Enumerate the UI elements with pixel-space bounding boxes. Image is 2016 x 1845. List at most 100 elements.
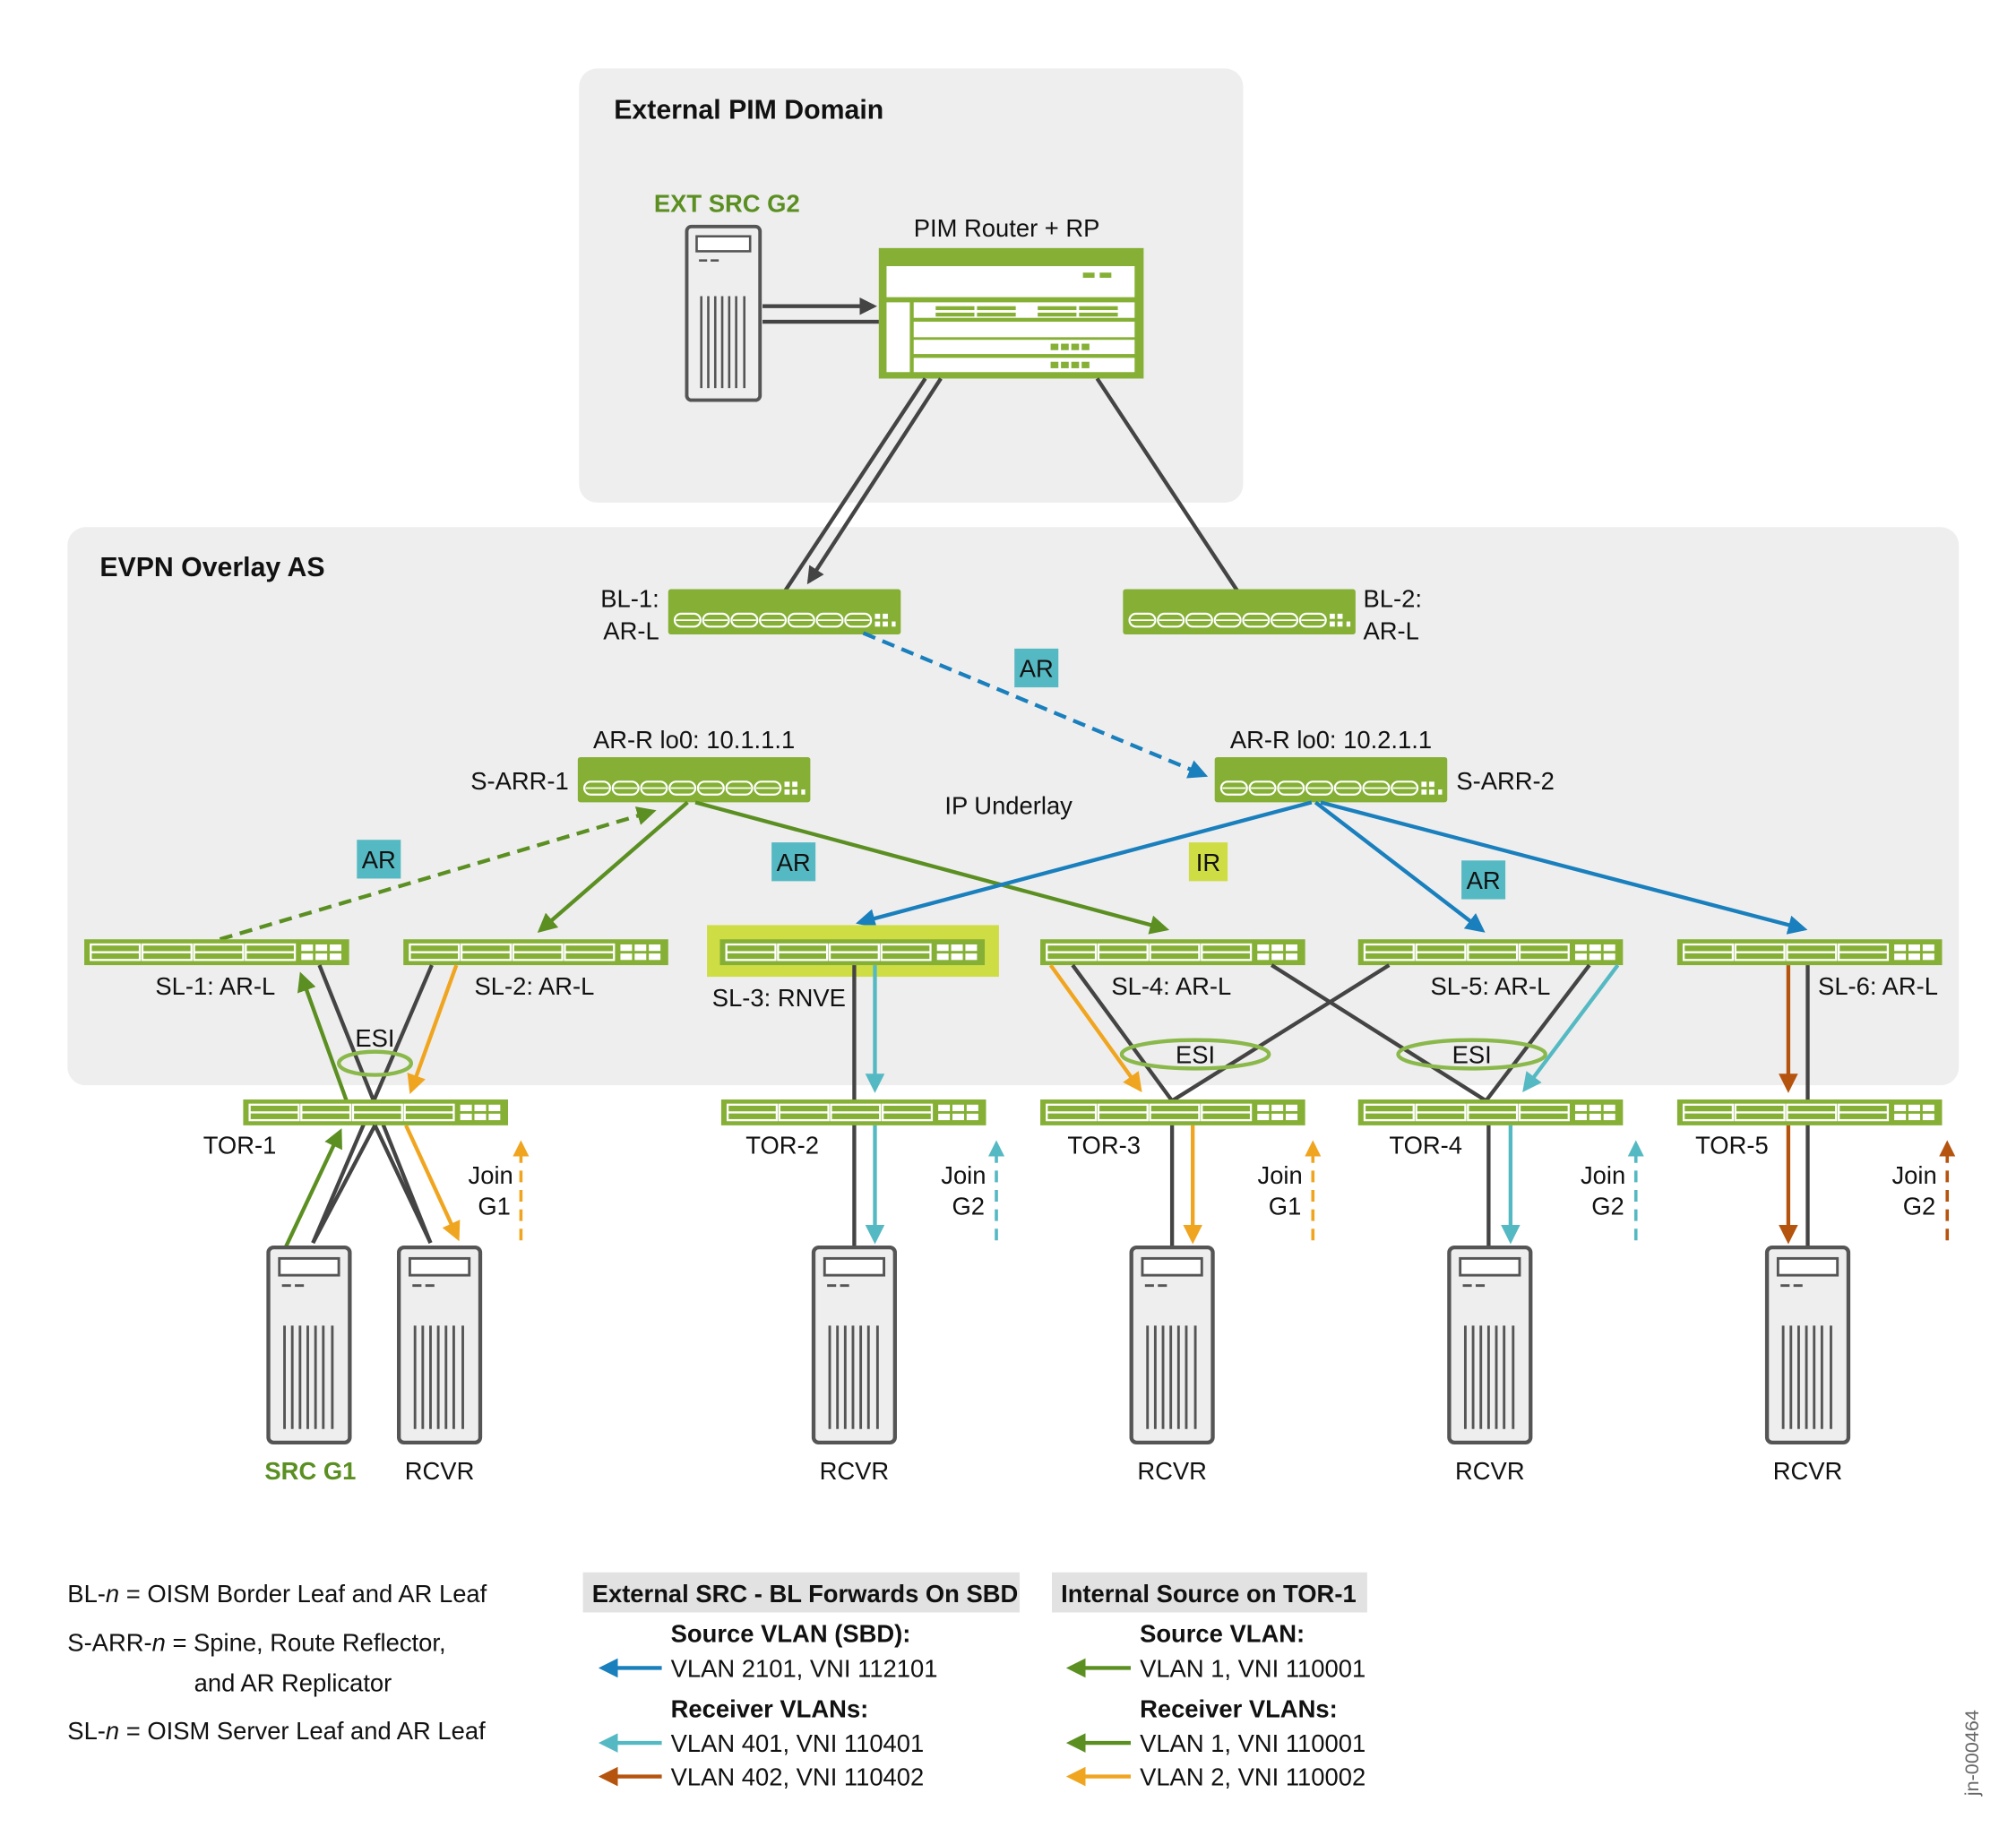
sl4-tor4-link (1270, 963, 1487, 1103)
esi-label-tor3: ESI (1176, 1041, 1215, 1069)
legend-vlan-2101: VLAN 2101, VNI 112101 (671, 1655, 938, 1683)
pim-router-label: PIM Router + RP (914, 214, 1100, 242)
esi-ring-tor1 (336, 1049, 414, 1077)
sl5-tor4-link (1484, 963, 1591, 1102)
tor1-src-link (311, 1124, 377, 1245)
sarr2-to-sl3-ir-arrow (856, 800, 1313, 928)
tor4-switch[interactable] (1357, 1098, 1624, 1127)
svg-text:AR: AR (1467, 866, 1501, 894)
legend-def-sarr: S-ARR-n = Spine, Route Reflector, (67, 1629, 445, 1657)
host-src-g1[interactable] (269, 1247, 350, 1443)
sl4-to-tor3-vlan2-arrow (1048, 963, 1142, 1093)
legend-external-receiver-heading: Receiver VLANs: (671, 1694, 869, 1722)
tor1-rcvr-link (373, 1124, 433, 1245)
router-bl1-link (782, 377, 927, 593)
sl5-label: SL-5: AR-L (1430, 972, 1550, 1000)
legend-definitions: BL-n = OISM Border Leaf and AR Leaf S-AR… (67, 1580, 487, 1745)
sl1-to-sarr1-ar-arrow (219, 806, 657, 942)
ar-badge-bl1: AR (1014, 648, 1059, 688)
sarr1-switch[interactable] (576, 755, 812, 804)
tor3-label: TOR-3 (1067, 1132, 1141, 1160)
legend-internal-receiver-heading: Receiver VLANs: (1140, 1694, 1338, 1722)
external-pim-domain-title: External PIM Domain (614, 96, 883, 125)
sl6-switch[interactable] (1676, 938, 1943, 967)
tor2-switch[interactable] (719, 1098, 987, 1127)
legend-vlan-401: VLAN 401, VNI 110401 (671, 1729, 925, 1757)
sl5-tor3-link (1170, 963, 1391, 1103)
evpn-overlay-title: EVPN Overlay AS (99, 553, 324, 582)
tor1-to-sl1-source-arrow (297, 971, 349, 1102)
host-rcvr-label: RCVR (405, 1457, 475, 1485)
svg-text:IR: IR (1196, 849, 1220, 876)
sl5-switch[interactable] (1357, 938, 1624, 967)
router-bl2-link (1095, 377, 1240, 593)
bl2-switch[interactable] (1122, 588, 1357, 636)
sarr2-switch[interactable] (1213, 755, 1449, 804)
tor5-switch[interactable] (1676, 1098, 1943, 1127)
sl5-to-tor4-vlan401-arrow (1522, 963, 1620, 1092)
sl4-tor3-link (1071, 963, 1174, 1102)
bl2-label: BL-2:AR-L (1364, 585, 1422, 645)
sl4-switch[interactable] (1038, 938, 1306, 967)
esi-ring-tor4 (1396, 1038, 1547, 1071)
sarr1-label: S-ARR-1 (470, 767, 569, 795)
host-rcvr-tor1[interactable] (399, 1247, 480, 1443)
sarr1-lo0-label: AR-R lo0: 10.1.1.1 (593, 726, 795, 754)
legend-vlan-2: VLAN 2, VNI 110002 (1140, 1763, 1366, 1791)
bl1-switch[interactable] (667, 588, 902, 636)
sarr2-to-sl6-arrow (1320, 800, 1808, 935)
legend-vlan-402: VLAN 402, VNI 110402 (671, 1763, 925, 1791)
pim-router[interactable] (878, 247, 1144, 379)
sl2-label: SL-2: AR-L (475, 972, 595, 1000)
legend-external-source-heading: Source VLAN (SBD): (671, 1620, 911, 1648)
legend-internal-src: Internal Source on TOR-1 Source VLAN: VL… (1052, 1572, 1367, 1791)
ext-src-g2-label: EXT SRC G2 (654, 189, 800, 217)
bl1-label: BL-1:AR-L (600, 585, 659, 645)
host-rcvr-tor5[interactable] (1767, 1247, 1848, 1443)
router-bl1-flow-arrow (806, 377, 943, 585)
legend-def-sl: SL-n = OISM Server Leaf and AR Leaf (67, 1717, 486, 1745)
sl6-label: SL-6: AR-L (1818, 972, 1938, 1000)
tor3-switch[interactable] (1038, 1098, 1306, 1127)
tor1-to-rcvr-vlan2-arrow (404, 1124, 461, 1242)
host-rcvr-tor4[interactable] (1449, 1247, 1530, 1443)
tor1-label: TOR-1 (203, 1132, 277, 1160)
sl3-label: SL-3: RNVE (712, 984, 846, 1012)
host-rcvr-label: RCVR (1773, 1457, 1843, 1485)
legend-vlan-1-source: VLAN 1, VNI 110001 (1140, 1655, 1366, 1683)
host-rcvr-tor3[interactable] (1132, 1247, 1213, 1443)
sarr2-to-sl5-arrow (1314, 800, 1486, 933)
legend-internal-header: Internal Source on TOR-1 (1061, 1580, 1357, 1608)
host-rcvr-label: RCVR (820, 1457, 890, 1485)
legend-external-header: External SRC - BL Forwards On SBD (592, 1580, 1019, 1608)
sarr2-label: S-ARR-2 (1456, 767, 1555, 795)
ar-badge-sl1: AR (357, 840, 401, 879)
tor5-label: TOR-5 (1695, 1132, 1769, 1160)
host-rcvr-tor2[interactable] (814, 1247, 895, 1443)
legend-internal-source-heading: Source VLAN: (1140, 1620, 1305, 1648)
ar-badge-sarr2: AR (1461, 860, 1506, 900)
tor1-switch[interactable] (242, 1098, 510, 1127)
legend-vlan-1-receiver: VLAN 1, VNI 110001 (1140, 1729, 1366, 1757)
sl3-switch[interactable] (719, 938, 986, 967)
ext-src-server[interactable] (685, 224, 762, 402)
tor4-label: TOR-4 (1389, 1132, 1462, 1160)
sl4-label: SL-4: AR-L (1111, 972, 1231, 1000)
sl2-switch[interactable] (402, 938, 669, 967)
figure-id: jn-000464 (1960, 1710, 1983, 1797)
ip-underlay-label: IP Underlay (944, 791, 1073, 819)
esi-label-tor1: ESI (355, 1024, 394, 1052)
svg-text:AR: AR (1020, 655, 1054, 683)
sarr1-to-sl2-arrow (537, 800, 689, 933)
sl1-switch[interactable] (82, 938, 350, 967)
